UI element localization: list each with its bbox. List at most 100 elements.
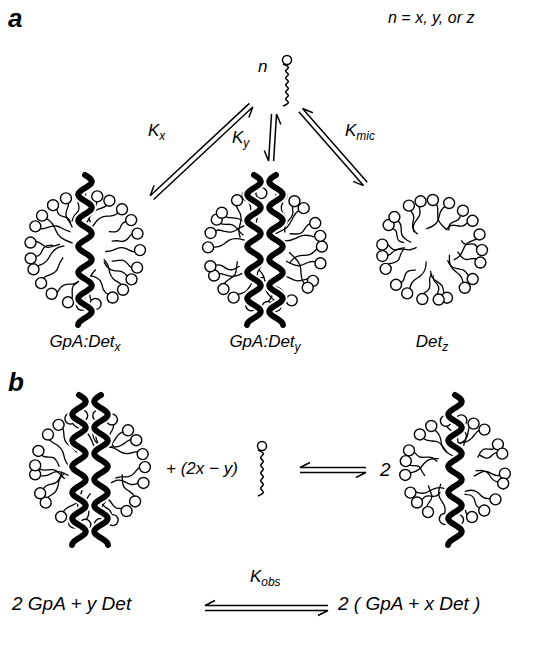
node-name: GpA:Det (49, 332, 114, 351)
detergent-head (467, 215, 478, 226)
detergent-head (444, 198, 455, 209)
label-text: 2 ( GpA + x Det ) (338, 593, 480, 614)
helix-outline (448, 395, 462, 545)
detergent-head (400, 456, 411, 467)
detergent-head (37, 210, 48, 221)
detergent-head (130, 496, 141, 507)
equilibrium-constant: Ky (232, 127, 249, 151)
subscript: obs (261, 575, 280, 589)
micelle-node: GpA:Detx (21, 165, 149, 355)
detergent-head (404, 445, 415, 456)
equilibrium-arrow (150, 103, 253, 199)
detergent-head (258, 442, 267, 451)
micelle-drawing (377, 195, 488, 306)
detergent-head (33, 445, 44, 456)
detergent-head (479, 505, 490, 516)
detergent-head (116, 204, 127, 215)
detergent-head (131, 435, 142, 446)
detergent-monomer (258, 442, 267, 497)
detergent-head (459, 282, 470, 293)
gpa-helix (247, 175, 261, 325)
equilibrium-arrow (300, 463, 366, 478)
detergent-head (48, 200, 59, 211)
detergent-head (107, 292, 118, 303)
label-text: 2 GpA + y Det (12, 593, 131, 614)
detergent-head (121, 506, 132, 517)
detergent-head (400, 469, 411, 480)
detergent-head (42, 429, 53, 440)
panel-letter: a (8, 2, 22, 35)
subscript: mic (356, 129, 375, 143)
equilibrium-arrow (299, 108, 367, 185)
micelle-drawing (400, 395, 511, 545)
node-name: GpA:Det (229, 332, 294, 351)
detergent-head (417, 294, 428, 305)
detergent-head (30, 221, 41, 232)
harpoon-line (205, 611, 328, 616)
panel-letter: b (8, 366, 24, 399)
detergent-monomer (283, 56, 292, 107)
detergent-head (476, 245, 487, 256)
detergent-head (30, 460, 41, 471)
subscript: y (243, 136, 249, 150)
label-text: K (232, 128, 243, 147)
detergent-head (403, 200, 414, 211)
harpoon-line (274, 114, 281, 161)
node-label: Detz (368, 331, 496, 355)
detergent-head (205, 227, 216, 238)
detergent-head (218, 284, 229, 295)
detergent-head (315, 230, 326, 241)
detergent-head (286, 295, 297, 306)
detergent-head (380, 263, 391, 274)
detergent-head (132, 228, 143, 239)
detergent-head (405, 487, 416, 498)
detergent-head (203, 242, 214, 253)
monomer-node: n (254, 54, 298, 110)
detergent-head (457, 205, 468, 216)
equilibrium-constant: Kmic (345, 120, 375, 144)
harpoon-line (299, 112, 364, 186)
micelle-drawing (30, 395, 151, 545)
helix-outline (94, 395, 108, 545)
detergent-head (391, 279, 402, 290)
gpa-helix (94, 395, 108, 545)
harpoon-line (264, 114, 271, 161)
detergent-head (25, 237, 36, 248)
label-text: 2 (380, 459, 391, 480)
detergent-tail (258, 450, 263, 496)
node-name: Det (416, 332, 442, 351)
detergent-head (28, 264, 39, 275)
detergent-head (138, 477, 149, 488)
label-text: K (345, 121, 356, 140)
harpoon-line (300, 463, 366, 468)
detergent-head (423, 507, 434, 518)
detergent-head (298, 203, 309, 214)
detergent-head (104, 195, 115, 206)
detergent-head (316, 241, 327, 252)
detergent-head (498, 478, 509, 489)
detergent-head (92, 191, 103, 202)
node-label: GpA:Dety (201, 331, 329, 355)
detergent-head (468, 418, 479, 429)
helix-outline (269, 175, 283, 325)
helix-outline (247, 175, 261, 325)
detergent-head (228, 292, 239, 303)
detergent-head (315, 258, 326, 269)
harpoon-line (150, 103, 249, 195)
detergent-head (402, 288, 413, 299)
subscript: z (442, 340, 448, 354)
detergent-head (499, 468, 510, 479)
label-text: a (8, 3, 22, 33)
detergent-head (302, 282, 313, 293)
subscript: x (159, 129, 165, 143)
harpoon-line (205, 601, 328, 606)
detergent-head (427, 195, 438, 206)
label-text: K (250, 567, 261, 586)
detergent-head (415, 196, 426, 207)
detergent-head (490, 494, 501, 505)
detergent-head (123, 425, 134, 436)
detergent-head (479, 424, 490, 435)
detergent-head (467, 274, 478, 285)
